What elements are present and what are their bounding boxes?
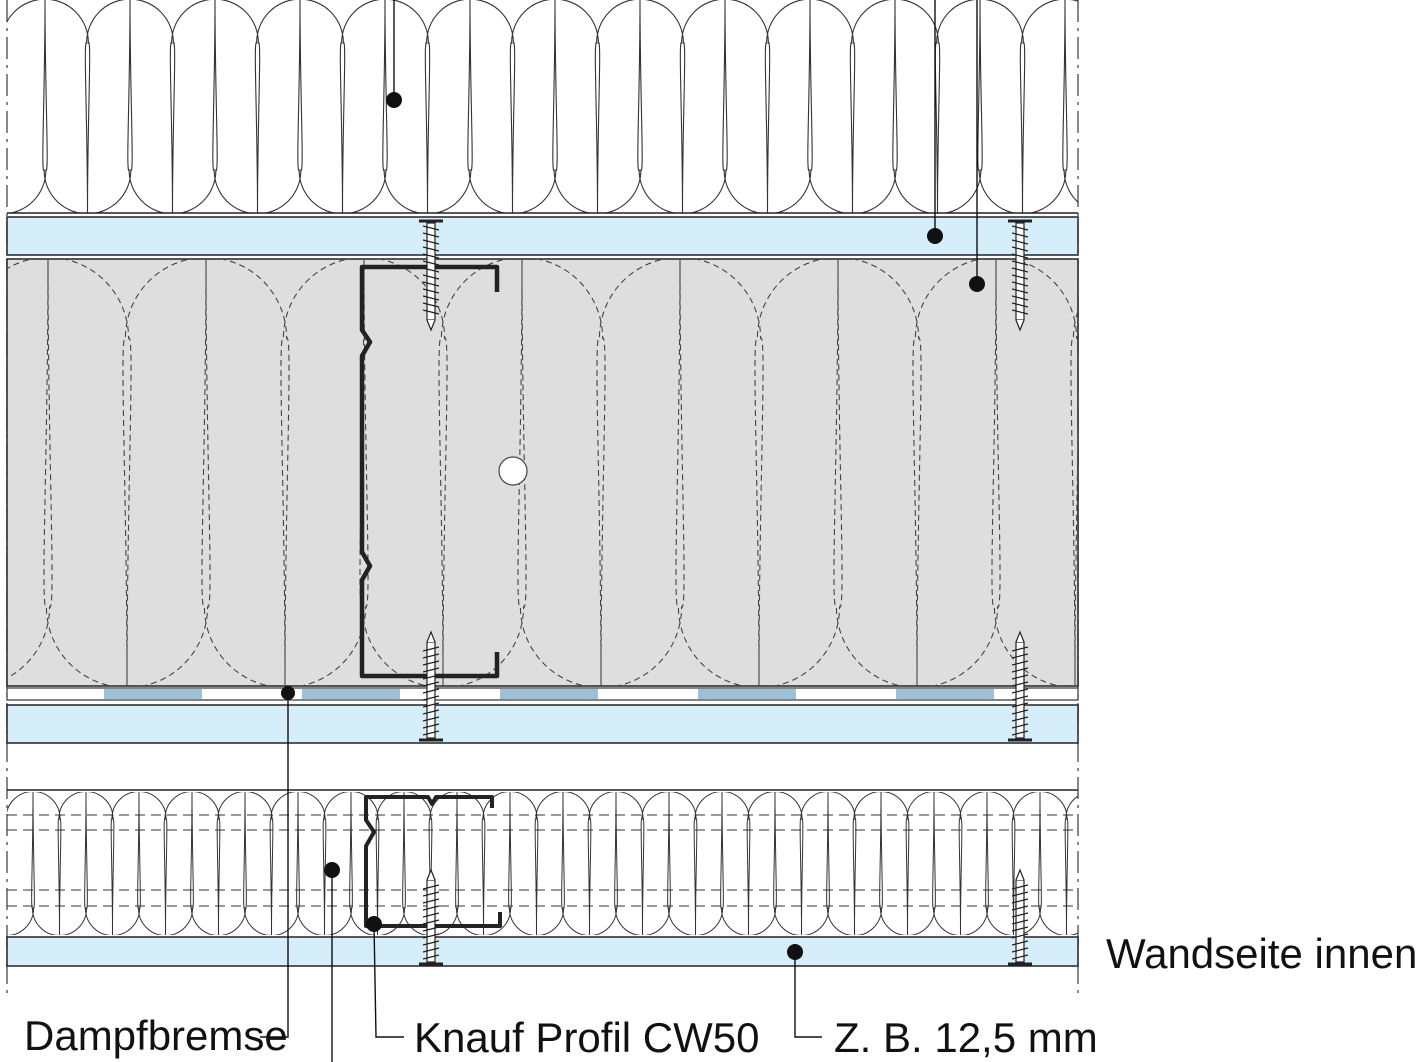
insulation-lobes — [7, 0, 1078, 213]
label-vapor-barrier: Dampfbremse — [24, 1012, 288, 1059]
barrier-strip — [104, 689, 202, 699]
outer-insulation-layer — [7, 0, 1078, 213]
leader-dot-icon — [969, 276, 985, 292]
leader-dot-icon — [366, 916, 382, 932]
leader-lines — [260, 0, 978, 1062]
cw-profile-upper — [359, 264, 500, 679]
core-insulation-area — [6, 258, 1079, 687]
leader-dot-icon — [787, 944, 803, 960]
vapor-barrier-strips — [104, 689, 994, 699]
outer-board — [6, 216, 1079, 256]
middle-board — [6, 704, 1079, 744]
leader-dot-icon — [927, 228, 943, 244]
barrier-strip — [302, 689, 400, 699]
barrier-strip — [500, 689, 598, 699]
lining-dashed-lines — [7, 814, 1078, 907]
label-profile: Knauf Profil CW50 — [414, 1014, 759, 1061]
barrier-strip — [896, 689, 994, 699]
insulation-lobes — [7, 792, 1078, 935]
screw-icon — [419, 868, 443, 966]
lining-insulation-pattern — [7, 792, 1078, 935]
screws — [419, 219, 1032, 966]
label-interior-side: Wandseite innen — [1106, 930, 1416, 977]
leader-dot-icon — [324, 862, 340, 878]
leader-dot-icon — [281, 686, 295, 700]
cw-profile-lower — [364, 795, 502, 928]
leader-dots — [281, 92, 985, 960]
screw-icon — [1008, 219, 1032, 332]
screw-icon — [1008, 630, 1032, 742]
barrier-strip — [698, 689, 796, 699]
screw-icon — [419, 630, 443, 742]
profile-hole — [498, 456, 528, 486]
leader-dot-icon — [386, 92, 402, 108]
inner-board — [6, 936, 1079, 967]
label-board-example: Z. B. 12,5 mm — [834, 1014, 1098, 1061]
screw-icon — [1008, 868, 1032, 966]
screw-icon — [419, 219, 443, 332]
